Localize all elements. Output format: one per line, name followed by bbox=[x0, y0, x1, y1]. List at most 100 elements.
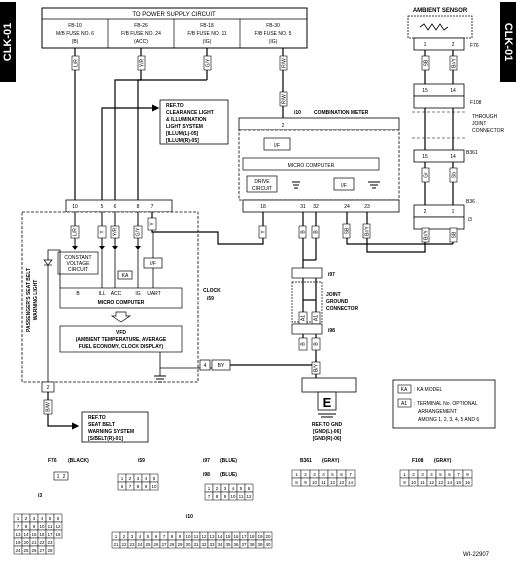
pin-number: 13 bbox=[438, 480, 444, 485]
pin-number: 14 bbox=[23, 532, 29, 537]
clock-unit: 10 5 6 8 7 CLOCK i59 CONSTANT VOLTAGE CI… bbox=[21, 199, 317, 430]
pin-number: 27 bbox=[39, 548, 45, 553]
pin-number: 10 bbox=[72, 204, 78, 210]
pin-number: 2 bbox=[216, 486, 219, 491]
through-label: JOINT bbox=[472, 121, 486, 127]
pin-number: 7 bbox=[208, 494, 211, 499]
joint-label: GROUND bbox=[326, 299, 349, 305]
pin-number: 20 bbox=[23, 540, 29, 545]
pin-number: 34 bbox=[217, 542, 223, 547]
micro-label: MICRO COMPUTER bbox=[288, 163, 335, 169]
connector-label: i3 bbox=[468, 217, 472, 223]
pin-number: 38 bbox=[249, 542, 255, 547]
legend-text: AMONG 1, 2, 3, 4, 5 AND 6 bbox=[418, 417, 479, 423]
connector-title: i3 bbox=[38, 493, 42, 499]
pin-number: 8 bbox=[137, 204, 140, 210]
pin-number: 2 bbox=[412, 472, 415, 477]
if-label: I/F bbox=[150, 261, 156, 267]
pin-cell bbox=[263, 539, 273, 549]
fuse-label: (IG) bbox=[269, 39, 278, 45]
pin-number: 6 bbox=[155, 534, 158, 539]
pin-number: 5 bbox=[240, 486, 243, 491]
micro-label: MICRO COMPUTER bbox=[98, 300, 145, 306]
pin-number: 1 bbox=[57, 474, 60, 480]
pin-number: 23 bbox=[364, 204, 370, 210]
connector-title: i97 bbox=[203, 458, 210, 464]
ambient-sensor: AMBIENT SENSOR 1 2 F76 SB Br/Y bbox=[407, 8, 479, 84]
pin-number: 24 bbox=[344, 204, 350, 210]
pin-number: 20 bbox=[265, 534, 271, 539]
pin-number: 5 bbox=[153, 476, 156, 481]
ref-text: REF.TO bbox=[88, 415, 106, 421]
connector-i97: i97 (BLUE) i98 (BLUE) bbox=[203, 458, 237, 478]
pin-cell bbox=[53, 529, 63, 539]
wire-label: B bbox=[313, 230, 319, 234]
pin-number: 8 bbox=[295, 480, 298, 485]
pin-number: 1 bbox=[403, 472, 406, 477]
ref-text: [GND(R)-06] bbox=[313, 436, 342, 442]
vfd-label: FUEL ECONOMY, CLOCK DISPLAY) bbox=[79, 344, 164, 350]
pin-number: 2 bbox=[25, 516, 28, 521]
connector-label: i98 bbox=[328, 328, 335, 334]
pin-number: 4 bbox=[322, 472, 325, 477]
pin-function: IG bbox=[135, 291, 140, 297]
pin-number: 15 bbox=[422, 154, 428, 160]
pin-number: 36 bbox=[233, 542, 239, 547]
ref-text: SEAT BELT bbox=[88, 422, 115, 428]
pin-number: 12 bbox=[55, 524, 61, 529]
pin-number: 2 bbox=[63, 474, 66, 480]
wire-label: B/W bbox=[45, 402, 51, 412]
pin-number: 19 bbox=[15, 540, 21, 545]
pin-number: 25 bbox=[23, 548, 29, 553]
through-label: THROUGH bbox=[472, 114, 498, 120]
wire-label: B bbox=[313, 342, 319, 346]
connector-label: B36 bbox=[466, 199, 475, 205]
pin-function: ILL bbox=[99, 291, 106, 297]
ref-text: CLEARANCE LIGHT bbox=[166, 110, 214, 116]
ground-point: E REF.TO GND [GND(L)-06] [GND(R)-06] bbox=[301, 377, 357, 442]
joint-label: CONNECTOR bbox=[326, 306, 359, 312]
pin-number: 9 bbox=[145, 484, 148, 489]
pin-function: B bbox=[76, 291, 80, 297]
fuse-label: F/B FUSE NO. 11 bbox=[187, 31, 227, 37]
meter-code: i10 bbox=[294, 110, 301, 116]
pin-cell bbox=[462, 477, 473, 487]
pin-number: 30 bbox=[185, 542, 191, 547]
pin-number: 2 bbox=[452, 42, 455, 48]
wire-label: Br/Y bbox=[423, 229, 429, 239]
pin-number: 7 bbox=[349, 472, 352, 477]
pin-number: 2 bbox=[129, 476, 132, 481]
pin-number: 6 bbox=[340, 472, 343, 477]
if-label: I/F bbox=[274, 143, 280, 149]
pin-number: 9 bbox=[403, 480, 406, 485]
ref-text: [ILLUM(L)-05] bbox=[166, 131, 199, 137]
ref-clearance-box: REF.TO CLEARANCE LIGHT & ILLUMINATION LI… bbox=[101, 99, 229, 200]
pin-number: 14 bbox=[450, 154, 456, 160]
wire-label: G/Y bbox=[205, 58, 211, 67]
pin-number: A1 bbox=[300, 315, 306, 321]
pin-number: 28 bbox=[169, 542, 175, 547]
fuse-label: FB-30 bbox=[266, 23, 280, 29]
pin-number: 2 bbox=[47, 385, 50, 391]
pin-number: 40 bbox=[265, 542, 271, 547]
pin-number: 22 bbox=[121, 542, 127, 547]
pin-number: 21 bbox=[31, 540, 37, 545]
pin-number: 6 bbox=[114, 204, 117, 210]
wire-label: L/R bbox=[72, 228, 78, 236]
pin-number: 18 bbox=[260, 204, 266, 210]
through-joint-connector: 15 14 F108 THROUGH JOINT CONNECTOR 15 14… bbox=[412, 83, 505, 244]
ref-text: REF.TO bbox=[166, 103, 184, 109]
ref-seatbelt-box: REF.TO SEAT BELT WARNING SYSTEM [S/BELT(… bbox=[81, 411, 149, 443]
wire-label: Y bbox=[260, 230, 266, 234]
wire-label: Sb bbox=[451, 172, 457, 178]
ref-text: REF.TO GND bbox=[312, 422, 343, 428]
pin-number: 23 bbox=[47, 540, 53, 545]
pin-cell bbox=[244, 491, 254, 501]
fuse-label: FB-26 bbox=[134, 23, 148, 29]
side-tab-right: CLK-01 bbox=[500, 2, 516, 82]
connector-title: i59 bbox=[138, 458, 145, 464]
pin-number: 8 bbox=[171, 534, 174, 539]
fuse-label: F/B FUSE NO. 24 bbox=[121, 31, 161, 37]
